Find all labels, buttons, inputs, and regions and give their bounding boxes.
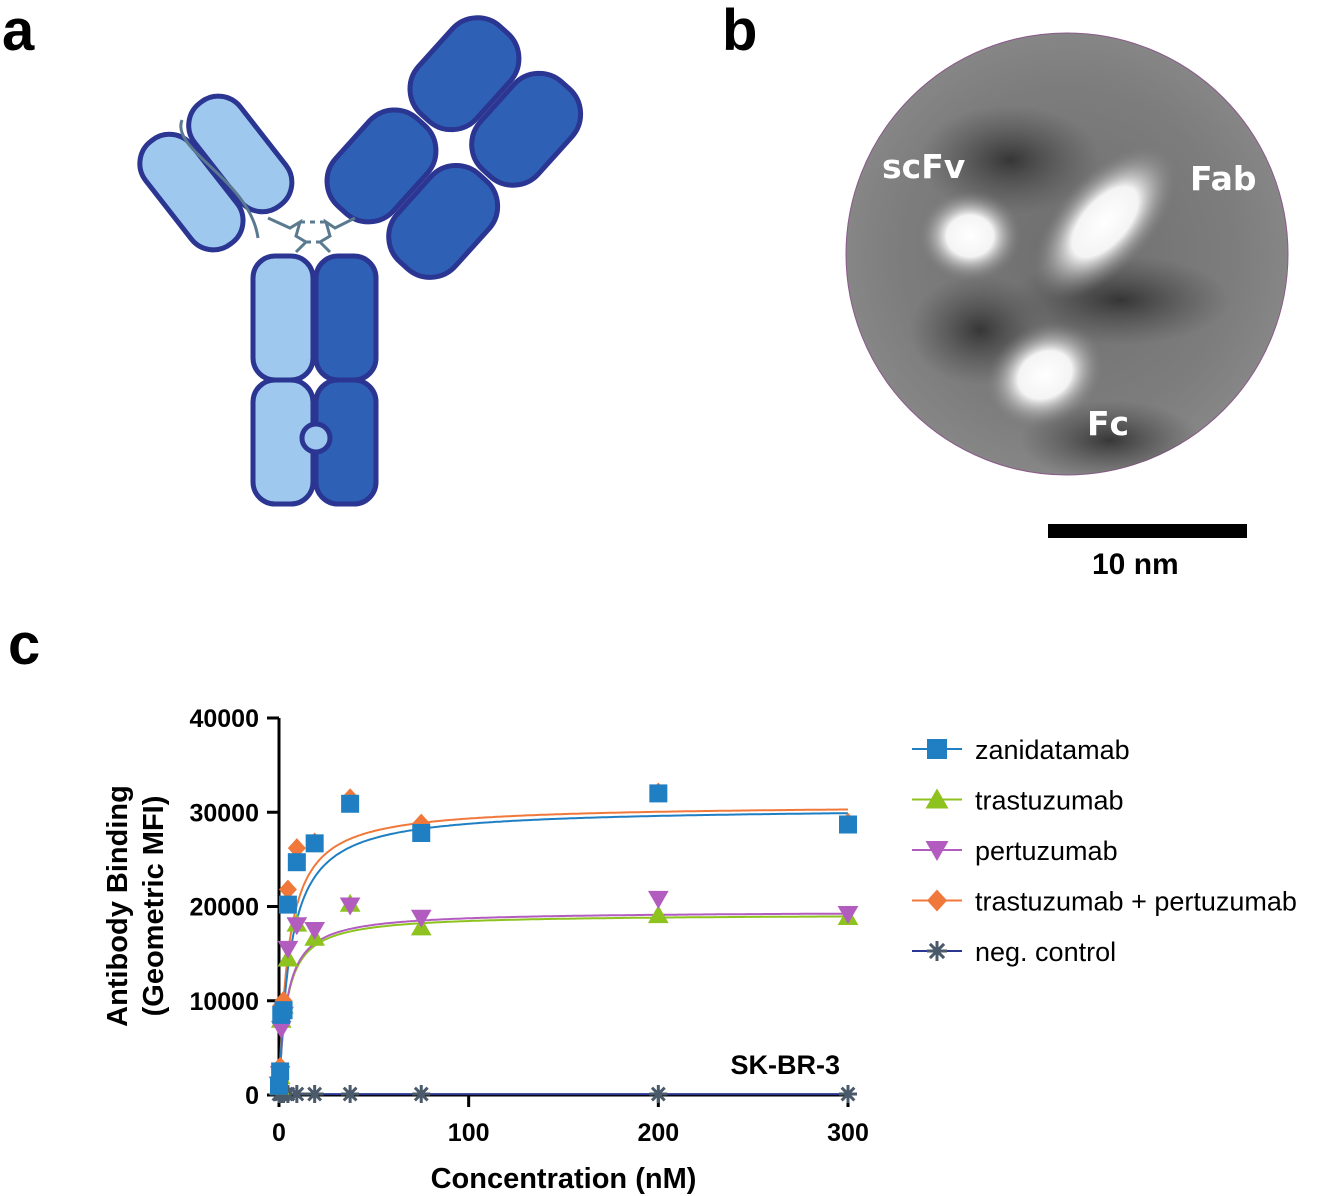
legend-marker: [925, 788, 949, 809]
scale-bar: [1048, 524, 1247, 538]
antibody-schematic: [137, 15, 584, 507]
legend-label: zanidatamab: [975, 735, 1130, 765]
fab-domain-2: [469, 70, 584, 188]
fit-curve-trastuzumab-pertuzumab: [278, 808, 848, 1096]
data-point-zanidatamab: [271, 1062, 290, 1081]
em-class-average: [845, 32, 1289, 538]
data-point-neg-control: [412, 1085, 431, 1104]
fab-density: [1032, 144, 1178, 300]
fit-curve-zanidatamab: [278, 812, 848, 1096]
data-point-trastuzumab: [647, 905, 669, 924]
x-tick-label: 200: [637, 1119, 679, 1147]
y-tick-label: 0: [245, 1082, 259, 1110]
data-point-neg-control: [839, 1085, 857, 1104]
scale-bar-label: 10 nm: [1092, 548, 1179, 581]
legend-marker: [927, 739, 947, 759]
panel-label-a: a: [2, 0, 35, 63]
data-point-pertuzumab: [339, 897, 361, 916]
y-tick-label: 10000: [189, 988, 259, 1016]
data-point-zanidatamab: [274, 1001, 293, 1020]
data-point-zanidatamab: [341, 794, 360, 813]
data-point-zanidatamab: [270, 1076, 288, 1095]
data-point-pertuzumab: [647, 890, 669, 909]
data-point-trastuzumab-pertuzumab: [287, 838, 306, 858]
data-point-zanidatamab: [278, 895, 297, 914]
y-tick-label: 40000: [189, 705, 259, 733]
data-point-neg-control: [287, 1085, 306, 1104]
x-tick-label: 100: [448, 1119, 490, 1147]
x-tick-label: 300: [827, 1119, 869, 1147]
legend-label: trastuzumab + pertuzumab: [975, 887, 1297, 917]
legend-label: trastuzumab: [975, 786, 1124, 816]
data-point-neg-control: [305, 1085, 324, 1104]
fab-domain-4: [386, 163, 501, 280]
y-axis-label-line2: (Geometric MFI): [138, 796, 170, 1017]
fab-domain-1: [407, 15, 522, 133]
data-point-trastuzumab-pertuzumab: [278, 879, 297, 900]
legend-marker: [925, 841, 949, 861]
cell-line-annotation: SK-BR-3: [730, 1050, 840, 1080]
data-point-pertuzumab: [837, 905, 859, 924]
fc-density: [985, 321, 1105, 429]
em-label-scfv: scFv: [882, 147, 966, 186]
data-point-pertuzumab: [277, 940, 299, 959]
data-point-pertuzumab: [270, 1020, 292, 1039]
scfv-density: [918, 190, 1022, 282]
panel-label-c: c: [8, 612, 41, 677]
data-point-neg-control: [649, 1085, 668, 1104]
legend-marker: [927, 941, 947, 961]
data-point-neg-control: [341, 1085, 360, 1104]
fab-domain-3: [324, 107, 439, 225]
data-point-zanidatamab: [305, 834, 324, 853]
legend-label: pertuzumab: [975, 836, 1118, 866]
data-point-zanidatamab: [839, 815, 857, 834]
scfv-domain-outer: [137, 131, 246, 253]
data-point-pertuzumab: [410, 909, 432, 928]
y-tick-label: 20000: [189, 894, 259, 922]
data-point-pertuzumab: [286, 917, 308, 936]
data-point-zanidatamab: [412, 823, 431, 842]
data-point-pertuzumab: [304, 921, 326, 940]
data-point-zanidatamab: [649, 784, 668, 803]
hinge-linker: [179, 119, 356, 254]
knob-into-hole: [299, 421, 333, 455]
panel-label-b: b: [722, 0, 758, 63]
y-tick-label: 30000: [189, 799, 259, 827]
legend-marker: [927, 889, 947, 912]
data-point-zanidatamab: [287, 853, 306, 872]
fit-curve-neg-control: [278, 1093, 848, 1096]
x-axis-label: Concentration (nM): [431, 1163, 697, 1195]
y-axis-label-line1: Antibody Binding: [102, 785, 134, 1027]
legend-label: neg. control: [975, 937, 1116, 967]
em-label-fc: Fc: [1087, 404, 1130, 443]
em-label-fab: Fab: [1190, 159, 1257, 198]
x-tick-label: 0: [272, 1119, 286, 1147]
